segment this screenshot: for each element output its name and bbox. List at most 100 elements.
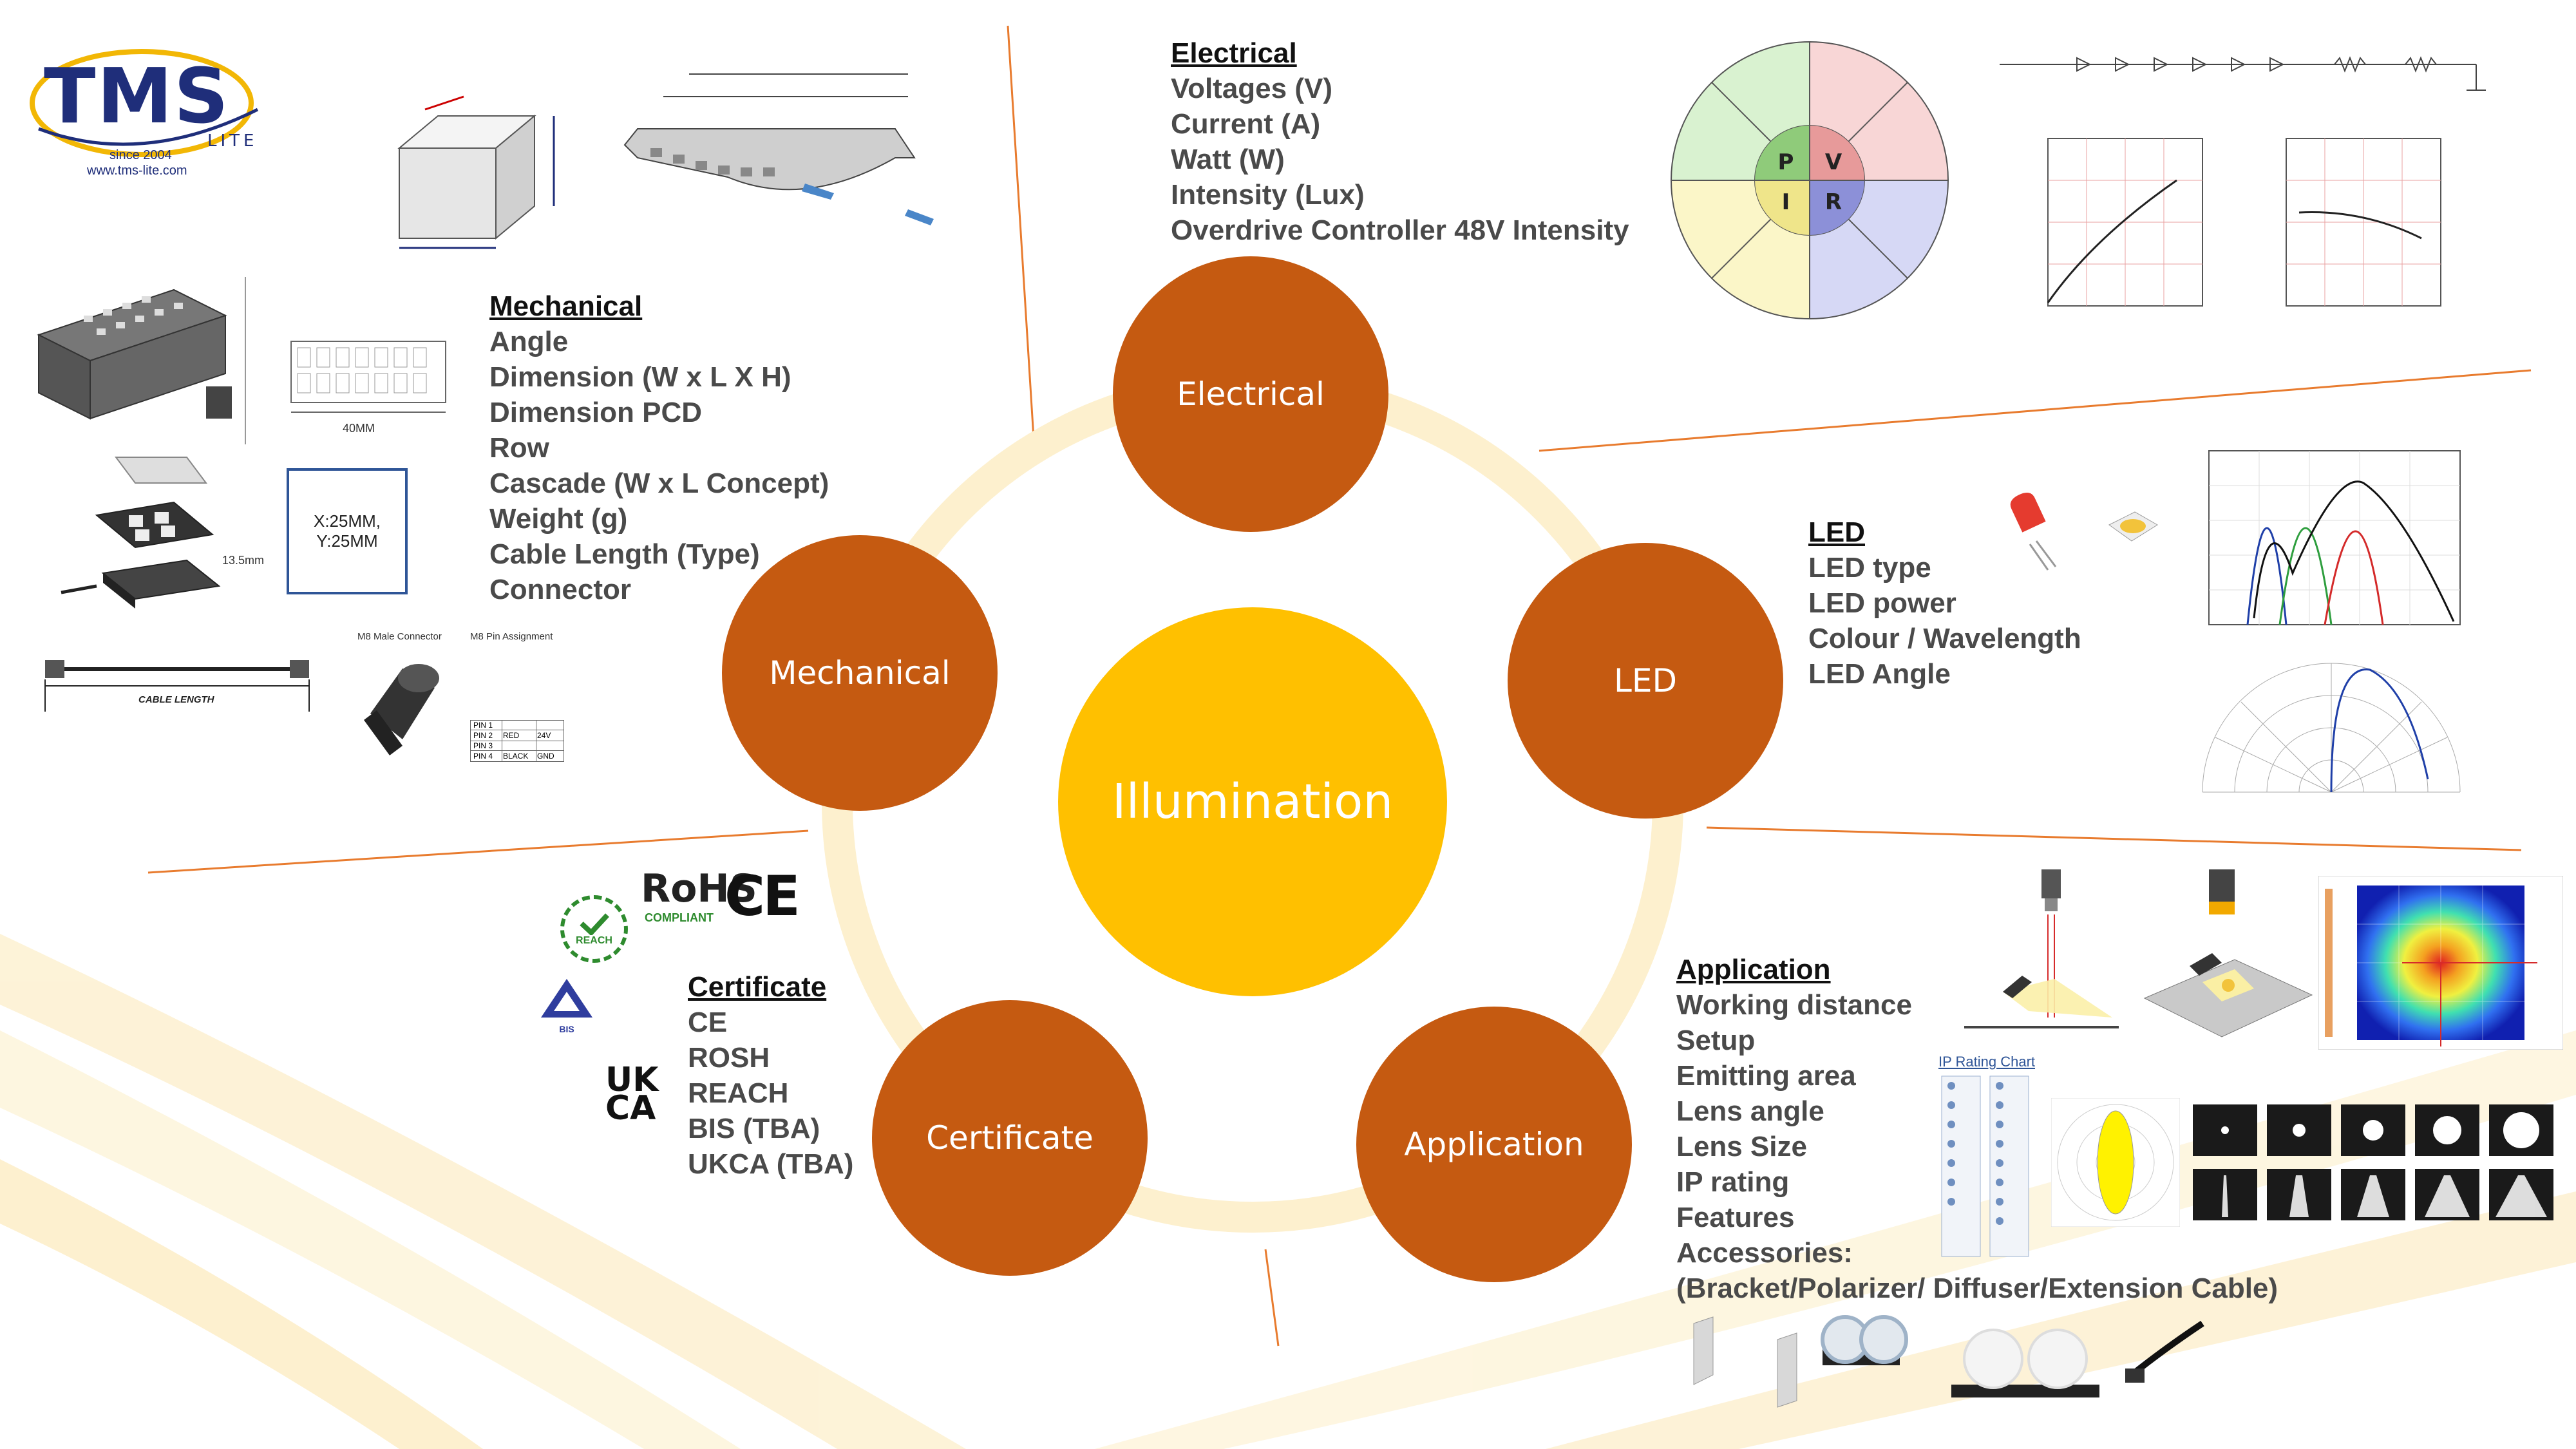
logo-swoosh — [30, 49, 259, 157]
certificate-heading: Certificate — [688, 971, 827, 1003]
led-5mm-image — [2010, 493, 2057, 571]
electrical-item: Intensity (Lux) — [1171, 179, 1365, 211]
ukca-line2: CA — [605, 1089, 656, 1128]
mech-thickness: 13.5mm — [222, 554, 265, 567]
wheel-letter-v: V — [1825, 149, 1842, 175]
node-certificate-label: Certificate — [926, 1119, 1094, 1157]
application-item: (Bracket/Polarizer/ Diffuser/Extension C… — [1676, 1273, 2278, 1304]
mech-box-drawing — [397, 95, 555, 249]
electrical-item: Current (A) — [1171, 108, 1321, 140]
mech-plate-exploded — [61, 457, 221, 609]
divider-lines — [147, 25, 2532, 1347]
certificate-list: Certificate CE ROSH REACH BIS (TBA) UKCA… — [688, 969, 853, 1182]
accessories-row — [1693, 1315, 2204, 1408]
led-item: LED power — [1808, 587, 1956, 619]
m8-connector-image — [364, 664, 439, 755]
node-led-label: LED — [1614, 662, 1677, 699]
smd-led-image — [2108, 511, 2158, 542]
mechanical-item: Row — [489, 432, 549, 464]
forward-current-chart — [1996, 109, 2222, 348]
electrical-item: Voltages (V) — [1171, 73, 1333, 104]
led-item: LED Angle — [1808, 658, 1951, 690]
wheel-letter-r: R — [1825, 189, 1842, 215]
reach-check-icon — [579, 913, 609, 935]
mechanical-item: Cascade (W x L Concept) — [489, 468, 829, 499]
app-heatmap — [2318, 876, 2563, 1050]
mech-xy-y: Y:25MM — [316, 531, 378, 551]
node-application: Application — [1356, 1007, 1632, 1282]
led-list: LED LED type LED power Colour / Waveleng… — [1808, 515, 2081, 692]
application-item: IP rating — [1676, 1166, 1790, 1198]
wheel-letter-i: I — [1782, 189, 1790, 215]
node-electrical-label: Electrical — [1177, 375, 1325, 413]
m8-male-label: M8 Male Connector — [357, 631, 442, 642]
ambient-temp-chart — [2235, 109, 2460, 348]
application-item: Lens Size — [1676, 1131, 1807, 1162]
ip-rating-chart: IP Rating Chart — [1938, 1054, 2035, 1260]
center-illumination: Illumination — [1058, 607, 1447, 996]
certificate-item: BIS (TBA) — [688, 1113, 820, 1144]
mech-led-bar-3d — [37, 289, 232, 420]
logo-url: www.tms-lite.com — [87, 164, 187, 178]
mech-cross-section — [623, 73, 934, 225]
app-3d-setup — [2143, 869, 2313, 1037]
mechanical-item: Angle — [489, 326, 569, 357]
mech-dim-40mm: 40MM — [343, 422, 375, 435]
certificate-item: CE — [688, 1007, 728, 1038]
bis-text: BIS — [559, 1024, 574, 1034]
background-swooshes — [0, 934, 2576, 1449]
circuit-diagram — [1987, 39, 2553, 103]
m8-connector-figure: M8 Male Connector M8 Pin Assignment PIN … — [357, 630, 589, 772]
application-item: Accessories: — [1676, 1237, 1853, 1269]
beam-angle-grid — [2193, 1104, 2553, 1227]
reach-text: REACH — [576, 934, 612, 946]
certificate-item: REACH — [688, 1077, 789, 1109]
mech-grid-svg — [290, 341, 446, 413]
application-item: Emitting area — [1676, 1060, 1856, 1092]
logo-since: since 2004 — [109, 148, 172, 162]
electrical-list: Electrical Voltages (V) Current (A) Watt… — [1171, 35, 1629, 248]
logo-sub: LITE — [207, 131, 258, 151]
logo-brand: TMS — [44, 52, 230, 140]
application-item: Setup — [1676, 1025, 1756, 1056]
mechanical-item: Cable Length (Type) — [489, 538, 760, 570]
node-led: LED — [1508, 543, 1783, 819]
mech-xy-x: X:25MM, — [313, 511, 381, 531]
ce-logo: CE — [724, 864, 800, 929]
mech-cable — [44, 660, 310, 712]
node-electrical: Electrical — [1113, 256, 1388, 532]
mechanical-heading: Mechanical — [489, 290, 643, 322]
certificate-item: ROSH — [688, 1042, 770, 1074]
center-label: Illumination — [1112, 774, 1394, 829]
pin-row: PIN 3 — [470, 741, 564, 751]
beam-angle-svg — [2193, 1104, 2553, 1220]
node-certificate: Certificate — [872, 1000, 1148, 1276]
led-spectrum-chart — [2208, 450, 2461, 625]
mech-grid-drawing: 40MM — [245, 277, 465, 444]
application-item: Working distance — [1676, 989, 1912, 1021]
electrical-item: Overdrive Controller 48V Intensity — [1171, 214, 1629, 246]
certificate-item: UKCA (TBA) — [688, 1148, 854, 1180]
ohms-law-wheel: P V I R — [1670, 41, 1949, 320]
app-lens-pattern — [2051, 1098, 2180, 1227]
application-heading: Application — [1676, 954, 1831, 985]
wheel-letter-p: P — [1778, 149, 1794, 175]
mechanical-item: Weight (g) — [489, 503, 628, 535]
mechanical-list: Mechanical Angle Dimension (W x L X H) D… — [489, 289, 829, 607]
mechanical-item: Dimension (W x L X H) — [489, 361, 791, 393]
bis-emblem-icon — [541, 979, 592, 1018]
bis-logo: BIS — [535, 976, 599, 1040]
rohs-sub: COMPLIANT — [645, 911, 714, 924]
ip-chart-title: IP Rating Chart — [1938, 1054, 2036, 1070]
ukca-logo: UK CA — [605, 1063, 659, 1128]
application-item: Features — [1676, 1202, 1795, 1233]
rohs-text: RoHS — [641, 866, 757, 911]
company-logo: TMS LITE since 2004 www.tms-lite.com — [26, 39, 277, 187]
m8-pin-label: M8 Pin Assignment — [470, 631, 553, 642]
led-item: Colour / Wavelength — [1808, 623, 2081, 654]
electrical-heading: Electrical — [1171, 37, 1297, 69]
mechanical-item: Connector — [489, 574, 631, 605]
